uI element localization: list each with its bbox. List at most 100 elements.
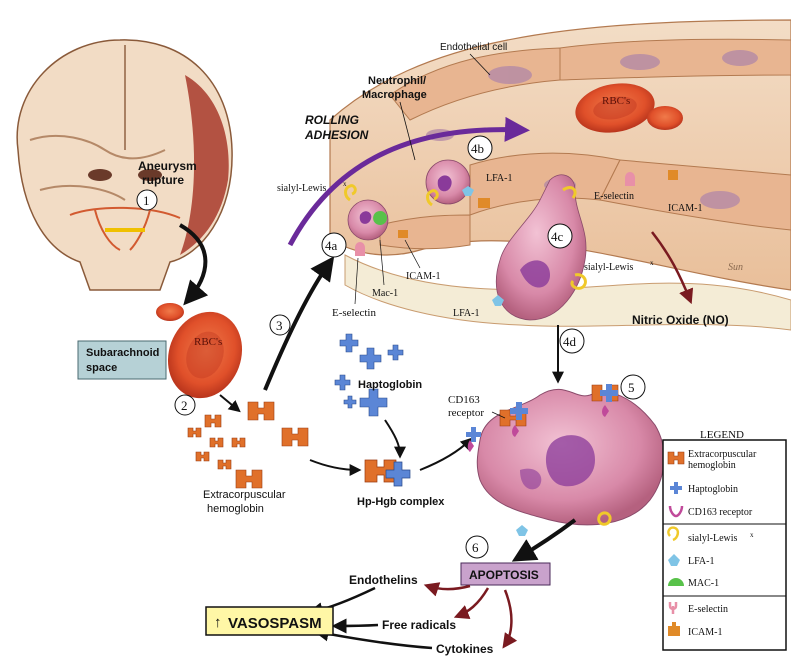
sialyl-mark-a [344,184,357,202]
nitric-oxide-label: Nitric Oxide (NO) [632,313,729,327]
extra-hb-label-1: Extracorpuscular [203,489,286,501]
extra-hb-label-2: hemoglobin [207,503,264,515]
legend-item-sialyl: sialyl-Lewis x [667,526,754,544]
apoptosis-label: APOPTOSIS [469,568,539,582]
rolling-label: ROLLING [305,113,359,127]
legend-label: ICAM-1 [688,627,722,638]
icam1-leader [404,239,421,269]
legend-item-hemoglobin: Extracorpuscular hemoglobin [667,449,757,471]
icam1-label-a: ICAM-1 [406,271,440,282]
step-5-circle [620,374,646,400]
subarachnoid-space-box: Subarachnoid space [77,340,167,380]
cytokines-label: Cytokines [436,642,494,656]
sialyl-label-1: sialyl-Lewis [277,183,327,194]
rolling-adhesion-arrow [287,116,530,247]
legend-title: LEGEND [700,429,744,441]
apoptosis-box [460,562,551,586]
mac1-icon [668,578,684,586]
step-4c-circle [547,223,573,249]
mac1-leader [379,239,385,286]
arrow-1-to-2 [178,223,209,306]
endothelial-cell-label: Endothelial cell [440,42,507,53]
artist-signature: Sun [728,262,743,273]
arrow-hb-to-complex [309,459,362,476]
icam1-mark-c [668,170,678,180]
step-4b: 4b [471,141,484,156]
legend-item-e-selectin: E-selectin [668,602,728,615]
arrow-hp-to-complex [384,419,406,459]
icam1-mark-b [478,198,490,208]
vasospasm-label: VASOSPASM [228,615,322,632]
rbc-vessel: RBC's [575,83,683,133]
legend-item-icam1: ICAM-1 [668,622,722,638]
legend-label: CD163 receptor [688,507,753,518]
legend-label: E-selectin [688,604,728,615]
arrow-free-radicals-to-vasospasm [331,618,379,634]
legend-label: Extracorpuscular [688,449,757,460]
subarachnoid-label-2: space [86,362,117,374]
icam1-icon [668,622,680,636]
step-4d: 4d [563,334,577,349]
free-radicals-label: Free radicals [382,618,456,632]
hp-hgb-label: Hp-Hgb complex [357,496,445,508]
step-4a: 4a [325,238,338,253]
sialyl-mark-b [426,189,439,207]
adhesion-label: ADHESION [304,128,369,142]
sialyl-sup-2: x [650,259,654,267]
hemoglobin-scatter [187,401,309,489]
aneurysm-label: Aneurysm [138,159,197,173]
step-4a-circle [321,232,347,258]
brain-cross-section: Aneurysm rupture 1 [16,39,233,291]
rbc-space-label: RBC's [194,336,222,348]
e-selectin-leader [354,257,359,305]
arrow-step-3 [263,256,335,391]
vasospasm-arrow-glyph: ↑ [214,614,222,631]
cd163-label-2: receptor [448,407,484,419]
e-selectin-mark-b [625,172,635,186]
haptoglobin-icon [670,482,682,494]
arrow-apoptosis-to-free-radicals [453,587,490,620]
transmigrating-macrophage [492,174,587,321]
rupture-label: rupture [142,173,184,187]
legend-label: LFA-1 [688,556,714,567]
e-selectin-mark-a [355,242,365,256]
step-6: 6 [472,540,479,555]
step-4c: 4c [551,229,564,244]
mac1-label: Mac-1 [372,288,398,299]
arrow-complex-to-cd163 [419,437,473,471]
arrow-to-no [651,231,694,305]
endothelial-leader [469,53,491,76]
macrophage-cell [466,384,665,536]
legend-label: Haptoglobin [688,484,738,495]
cd163-leader [491,411,506,419]
cd163-label-1: CD163 [448,394,480,406]
haptoglobin-label: Haptoglobin [358,379,422,391]
cd163-icon [668,505,684,518]
lfa1-label-a: LFA-1 [486,173,512,184]
endothelial-cells [379,38,791,250]
legend-label: MAC-1 [688,578,719,589]
step-2: 2 [181,398,188,413]
step-3: 3 [276,318,283,333]
macrophage-label: Macrophage [362,89,427,101]
step-1: 1 [143,193,150,208]
e-selectin-label-a: E-selectin [332,307,376,319]
legend-item-lfa1: LFA-1 [668,554,714,567]
arrow-cytokines-to-vasospasm [313,626,433,650]
step-6-circle [465,535,489,559]
lfa1-icon [668,554,680,566]
step-5: 5 [628,380,635,395]
sialyl-icon [667,526,680,542]
icam1-mark-a [398,230,408,238]
legend-label-sup: x [750,531,754,539]
neutrophil-label: Neutrophil/ [368,75,426,87]
sialyl-sup-1: x [343,180,347,188]
haptoglobin-cluster [334,333,404,417]
arrow-to-apoptosis [511,518,577,562]
arrow-apoptosis-to-endothelins [423,582,471,597]
legend: LEGEND Extracorpuscular hemoglobin Hapto… [662,429,787,651]
step-2-circle [174,394,196,416]
lfa1-mark-a [462,186,474,196]
